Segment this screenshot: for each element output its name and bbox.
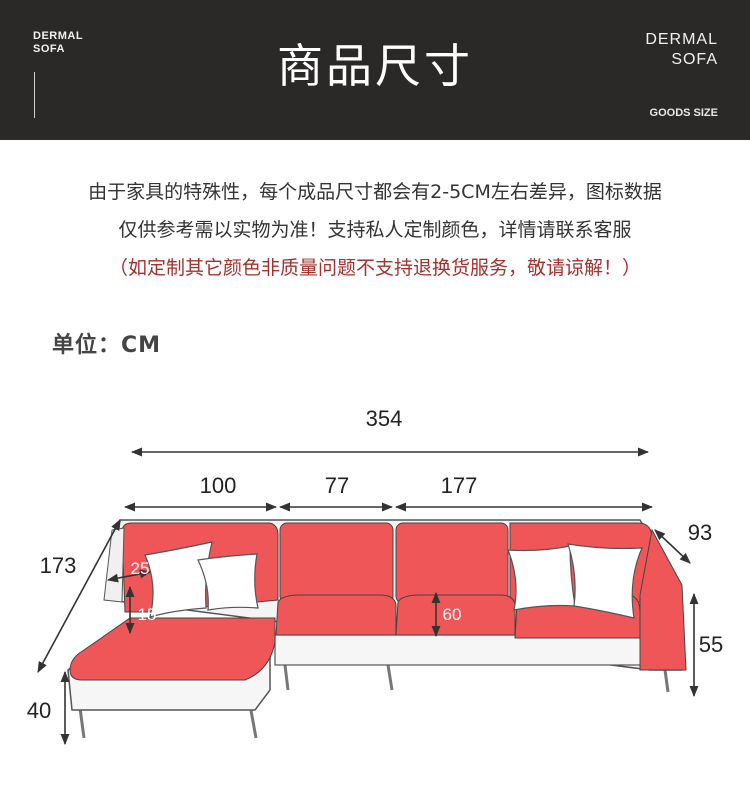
brand-left-line1: DERMAL <box>33 30 84 42</box>
brand-label-right: DERMAL SOFA <box>645 30 718 70</box>
total-width-label: 354 <box>366 406 403 431</box>
unit-label: 单位：CM <box>52 333 162 358</box>
armrest-height-label: 15 <box>138 605 157 624</box>
back-height-label: 60 <box>443 605 462 624</box>
brand-label-left: DERMAL SOFA <box>33 30 83 56</box>
leg-height-label: 40 <box>27 698 51 723</box>
depth-label: 93 <box>688 520 712 545</box>
notice-line-1: 由于家具的特殊性，每个成品尺寸都会有2-5CM左右差异，图标数据 <box>88 181 662 203</box>
brand-right-line2: SOFA <box>671 51 718 68</box>
notice-line-3: （如定制其它颜色非质量问题不支持退换货服务，敬请谅解！） <box>108 257 641 279</box>
notice-line-2: 仅供参考需以实物为准！支持私人定制颜色，详情请联系客服 <box>118 219 632 241</box>
brand-left-line2: SOFA <box>33 43 65 55</box>
page-title: 商品尺寸 <box>277 39 473 93</box>
sofa-dimension-diagram: 354 100 77 177 173 93 25 15 60 55 40 <box>27 406 723 746</box>
armrest-width-arrow <box>106 569 152 583</box>
chaise-length-label: 173 <box>40 553 77 578</box>
chaise-length-arrow <box>37 519 121 673</box>
left-section-label: 100 <box>200 473 237 498</box>
depth-arrow <box>654 529 691 564</box>
sofa-drawing <box>67 519 687 739</box>
middle-section-label: 77 <box>325 473 349 498</box>
seat-height-label: 55 <box>699 632 723 657</box>
page-subtitle: GOODS SIZE <box>649 107 718 119</box>
armrest-width-label: 25 <box>131 559 150 578</box>
brand-right-line1: DERMAL <box>645 31 718 48</box>
right-section-label: 177 <box>441 473 478 498</box>
header-banner: DERMAL SOFA 商品尺寸 DERMAL SOFA GOODS SIZE <box>0 0 750 140</box>
divider-line <box>34 72 35 118</box>
